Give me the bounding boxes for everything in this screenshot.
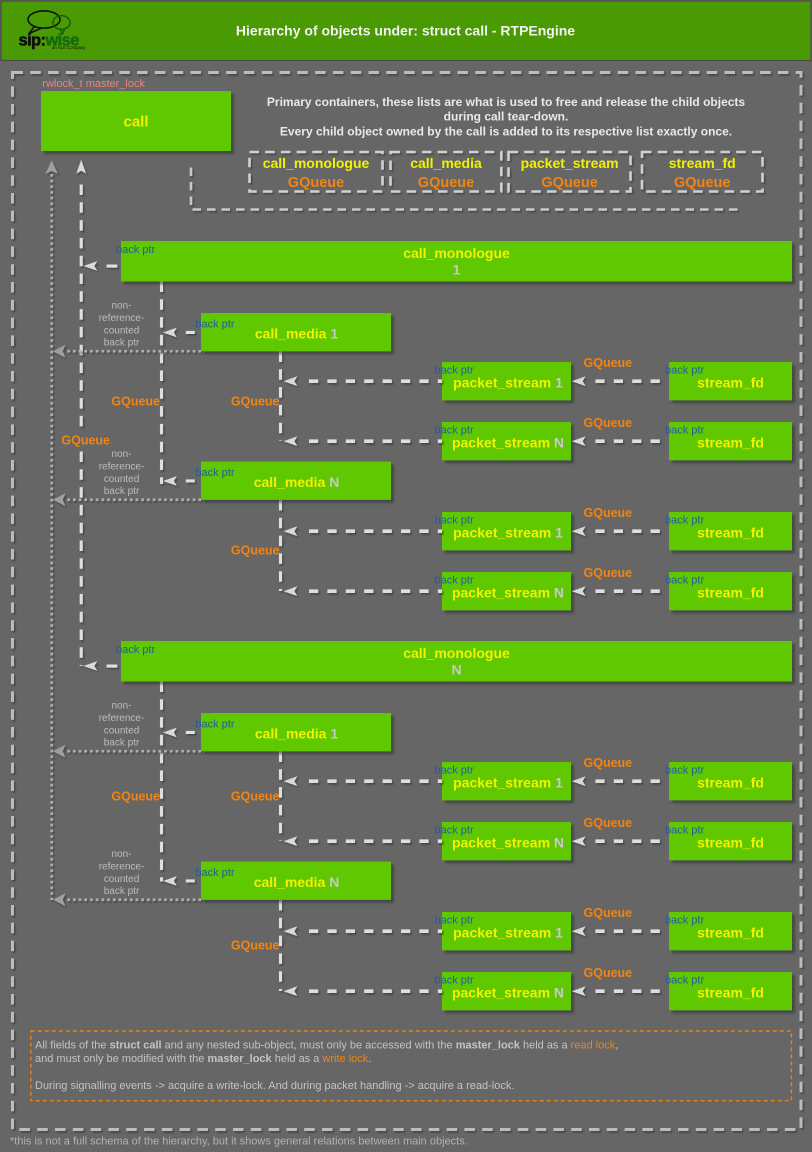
svg-text:back ptr: back ptr <box>195 718 234 730</box>
svg-text:back ptr: back ptr <box>195 318 234 330</box>
svg-text:call: call <box>123 114 148 131</box>
svg-text:Every child object owned by th: Every child object owned by the call is … <box>280 125 732 139</box>
svg-text:stream_fd: stream_fd <box>697 924 764 940</box>
svg-text:back ptr: back ptr <box>665 825 704 837</box>
svg-text:GQueue: GQueue <box>584 756 633 770</box>
svg-text:stream_fd: stream_fd <box>697 524 764 540</box>
svg-text:GQueue: GQueue <box>61 434 110 448</box>
svg-text:GQueue: GQueue <box>231 395 280 409</box>
svg-text:back ptr: back ptr <box>116 244 155 256</box>
svg-text:back ptr: back ptr <box>665 425 704 437</box>
svg-text:packet_stream N: packet_stream N <box>452 434 564 450</box>
svg-text:non-: non- <box>111 849 131 860</box>
svg-text:GQueue: GQueue <box>584 356 633 370</box>
svg-text:an ALE Company: an ALE Company <box>52 45 86 50</box>
svg-text:GQueue: GQueue <box>541 175 597 191</box>
svg-text:reference-: reference- <box>99 313 145 324</box>
svg-text:Hierarchy of objects under: st: Hierarchy of objects under: struct call … <box>236 23 575 39</box>
svg-text:GQueue: GQueue <box>418 175 474 191</box>
svg-text:non-: non- <box>111 449 131 460</box>
svg-text:non-: non- <box>111 301 131 312</box>
svg-text:call_monologue: call_monologue <box>403 645 510 661</box>
svg-text:GQueue: GQueue <box>584 966 633 980</box>
svg-text:All fields of the struct call: All fields of the struct call and any ne… <box>35 1040 618 1052</box>
svg-text:counted: counted <box>104 725 140 736</box>
svg-text:1: 1 <box>453 262 461 278</box>
svg-text:back ptr: back ptr <box>435 915 474 927</box>
svg-text:GQueue: GQueue <box>231 939 280 953</box>
svg-text:call_media 1: call_media 1 <box>255 725 339 741</box>
svg-text:call_media N: call_media N <box>254 874 340 890</box>
svg-text:counted: counted <box>104 474 140 485</box>
svg-text:sip:wise: sip:wise <box>19 32 80 50</box>
svg-text:back ptr: back ptr <box>665 915 704 927</box>
svg-text:back ptr: back ptr <box>435 365 474 377</box>
svg-text:back ptr: back ptr <box>435 825 474 837</box>
svg-text:packet_stream 1: packet_stream 1 <box>453 374 563 390</box>
svg-text:back ptr: back ptr <box>195 467 234 479</box>
svg-text:packet_stream 1: packet_stream 1 <box>453 924 563 940</box>
svg-text:Primary containers, these list: Primary containers, these lists are what… <box>267 95 746 109</box>
svg-text:reference-: reference- <box>99 461 145 472</box>
svg-text:back ptr: back ptr <box>435 425 474 437</box>
svg-text:back ptr: back ptr <box>665 975 704 987</box>
svg-text:packet_stream N: packet_stream N <box>452 584 564 600</box>
svg-text:GQueue: GQueue <box>674 175 730 191</box>
svg-text:stream_fd: stream_fd <box>697 374 764 390</box>
svg-text:back ptr: back ptr <box>665 575 704 587</box>
svg-text:rwlock_t master_lock: rwlock_t master_lock <box>42 78 145 90</box>
svg-text:stream_fd: stream_fd <box>697 834 764 850</box>
svg-text:back ptr: back ptr <box>104 486 140 497</box>
svg-text:GQueue: GQueue <box>584 506 633 520</box>
svg-text:packet_stream 1: packet_stream 1 <box>453 774 563 790</box>
svg-text:back ptr: back ptr <box>116 644 155 656</box>
svg-text:GQueue: GQueue <box>111 790 160 804</box>
svg-text:packet_stream N: packet_stream N <box>452 834 564 850</box>
svg-text:call_media N: call_media N <box>254 474 340 490</box>
svg-text:GQueue: GQueue <box>111 395 160 409</box>
svg-text:back ptr: back ptr <box>104 738 140 749</box>
svg-text:stream_fd: stream_fd <box>697 984 764 1000</box>
svg-text:stream_fd: stream_fd <box>669 155 736 171</box>
svg-text:stream_fd: stream_fd <box>697 434 764 450</box>
svg-text:stream_fd: stream_fd <box>697 774 764 790</box>
svg-text:packet_stream: packet_stream <box>521 155 619 171</box>
svg-text:call_media: call_media <box>410 155 482 171</box>
svg-text:call_media 1: call_media 1 <box>255 325 339 341</box>
svg-text:GQueue: GQueue <box>231 544 280 558</box>
svg-text:back ptr: back ptr <box>665 515 704 527</box>
svg-text:GQueue: GQueue <box>288 175 344 191</box>
svg-text:and must only be modified with: and must only be modified with the maste… <box>35 1053 371 1065</box>
svg-text:GQueue: GQueue <box>584 906 633 920</box>
svg-text:counted: counted <box>104 325 140 336</box>
svg-text:N: N <box>451 662 461 678</box>
svg-text:back ptr: back ptr <box>435 575 474 587</box>
svg-text:packet_stream N: packet_stream N <box>452 984 564 1000</box>
svg-text:GQueue: GQueue <box>584 816 633 830</box>
svg-text:reference-: reference- <box>99 713 145 724</box>
svg-text:during call tear-down.: during call tear-down. <box>444 110 569 124</box>
svg-text:*this is not a full schema of: *this is not a full schema of the hierar… <box>10 1136 468 1148</box>
svg-text:back ptr: back ptr <box>665 765 704 777</box>
svg-text:During signalling events -> ac: During signalling events -> acquire a wr… <box>35 1080 514 1092</box>
svg-text:back ptr: back ptr <box>435 975 474 987</box>
svg-text:call_monologue: call_monologue <box>263 155 370 171</box>
svg-text:GQueue: GQueue <box>584 416 633 430</box>
svg-text:non-: non- <box>111 701 131 712</box>
svg-text:back ptr: back ptr <box>435 765 474 777</box>
svg-text:back ptr: back ptr <box>665 365 704 377</box>
svg-text:back ptr: back ptr <box>104 886 140 897</box>
svg-text:call_monologue: call_monologue <box>403 245 510 261</box>
svg-text:reference-: reference- <box>99 861 145 872</box>
svg-text:packet_stream 1: packet_stream 1 <box>453 524 563 540</box>
svg-text:back ptr: back ptr <box>195 867 234 879</box>
svg-text:stream_fd: stream_fd <box>697 584 764 600</box>
svg-text:counted: counted <box>104 874 140 885</box>
svg-text:back ptr: back ptr <box>104 338 140 349</box>
svg-text:back ptr: back ptr <box>435 515 474 527</box>
svg-text:GQueue: GQueue <box>584 566 633 580</box>
svg-text:GQueue: GQueue <box>231 790 280 804</box>
